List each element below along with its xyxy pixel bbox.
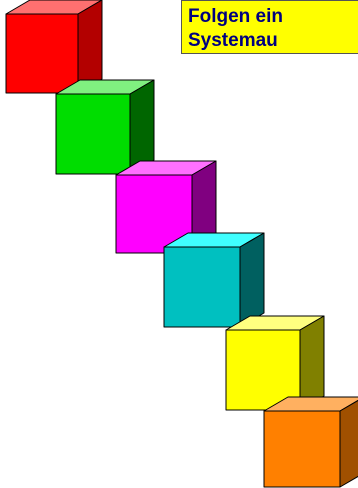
cube-red-side-face xyxy=(78,0,102,93)
cube-red xyxy=(6,0,102,93)
cube-orange xyxy=(264,397,358,487)
cube-orange-front-face xyxy=(264,411,340,487)
cube-green-side-face xyxy=(130,80,154,174)
cube-cyan-front-face xyxy=(164,247,240,327)
cube-yellow-side-face xyxy=(300,316,324,410)
cube-orange-side-face xyxy=(340,397,358,487)
cube-green-front-face xyxy=(56,94,130,174)
cube-yellow xyxy=(226,316,324,410)
cube-red-front-face xyxy=(6,14,78,93)
cube-green xyxy=(56,80,154,174)
cube-cyan-side-face xyxy=(240,233,264,327)
cube-cyan xyxy=(164,233,264,327)
